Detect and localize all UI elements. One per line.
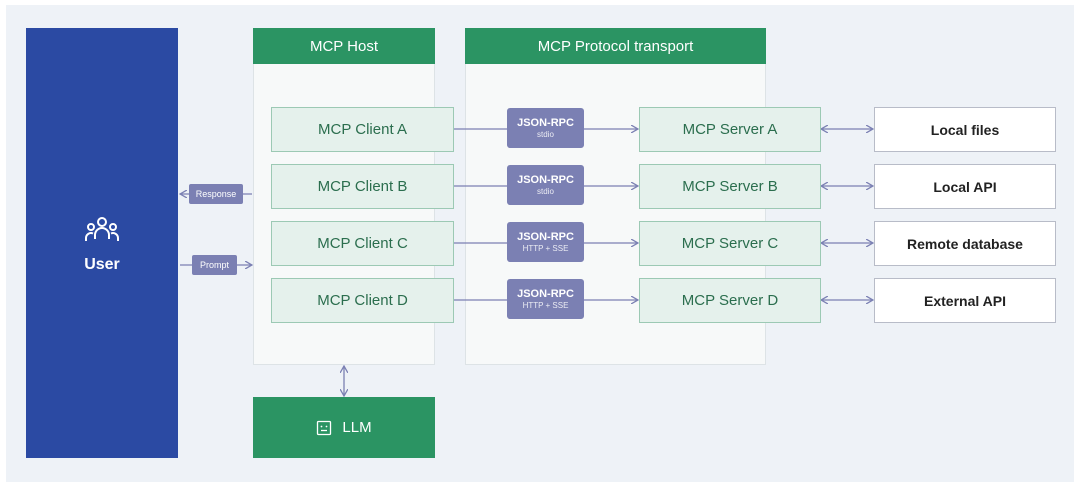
channel-protocol: JSON-RPC xyxy=(517,230,574,243)
mcp-server-a: MCP Server A xyxy=(639,107,821,152)
channel-mode: HTTP + SSE xyxy=(522,300,569,310)
channel-protocol: JSON-RPC xyxy=(517,287,574,300)
mcp-client-a: MCP Client A xyxy=(271,107,454,152)
transport-channel-a: JSON-RPC stdio xyxy=(507,108,584,148)
prompt-label: Prompt xyxy=(192,255,237,275)
mcp-server-c: MCP Server C xyxy=(639,221,821,266)
resource-external-api: External API xyxy=(874,278,1056,323)
response-label: Response xyxy=(189,184,243,204)
channel-protocol: JSON-RPC xyxy=(517,116,574,129)
transport-channel-b: JSON-RPC stdio xyxy=(507,165,584,205)
user-label: User xyxy=(84,256,120,273)
resource-remote-database: Remote database xyxy=(874,221,1056,266)
transport-channel-c: JSON-RPC HTTP + SSE xyxy=(507,222,584,262)
channel-protocol: JSON-RPC xyxy=(517,173,574,186)
resource-local-files: Local files xyxy=(874,107,1056,152)
mcp-client-b: MCP Client B xyxy=(271,164,454,209)
transport-title: MCP Protocol transport xyxy=(465,28,766,64)
transport-channel-d: JSON-RPC HTTP + SSE xyxy=(507,279,584,319)
channel-mode: HTTP + SSE xyxy=(522,243,569,253)
mcp-server-b: MCP Server B xyxy=(639,164,821,209)
mcp-server-d: MCP Server D xyxy=(639,278,821,323)
mcp-host-title: MCP Host xyxy=(253,28,435,64)
llm-label: LLM xyxy=(342,419,372,436)
mcp-client-d: MCP Client D xyxy=(271,278,454,323)
user-panel: User xyxy=(26,28,178,458)
channel-mode: stdio xyxy=(537,186,554,196)
llm-box: LLM xyxy=(253,397,435,458)
robot-icon xyxy=(317,420,332,435)
users-icon xyxy=(85,217,119,241)
resource-local-api: Local API xyxy=(874,164,1056,209)
mcp-client-c: MCP Client C xyxy=(271,221,454,266)
channel-mode: stdio xyxy=(537,129,554,139)
